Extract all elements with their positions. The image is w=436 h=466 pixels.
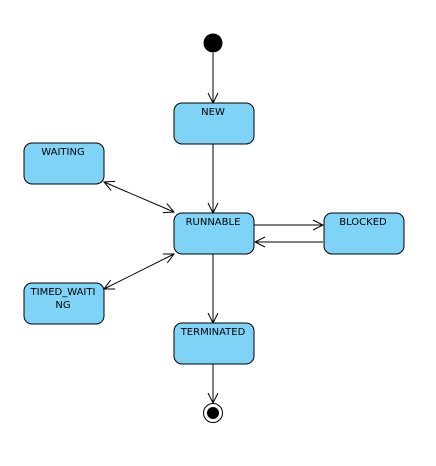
state-new-label: NEW: [201, 107, 225, 118]
state-terminated-label: TERMINATED: [180, 327, 246, 338]
transition-timed-waiting-runnable: [104, 254, 174, 289]
state-timed-waiting-label-line2: NG: [55, 300, 70, 311]
state-timed-waiting: TIMED_WAITI NG: [23, 282, 105, 325]
transition-waiting-runnable: [104, 182, 174, 212]
state-runnable-label: RUNNABLE: [186, 217, 241, 228]
state-terminated: TERMINATED: [173, 322, 255, 365]
state-blocked-label: BLOCKED: [339, 217, 387, 228]
transitions: [104, 53, 323, 403]
state-new: NEW: [173, 102, 255, 145]
state-timed-waiting-label-line1: TIMED_WAITI: [30, 287, 96, 298]
initial-node: [203, 33, 223, 53]
state-waiting: WAITING: [23, 142, 105, 185]
state-runnable: RUNNABLE: [173, 212, 255, 255]
state-waiting-label: WAITING: [41, 147, 84, 158]
final-node: [203, 403, 223, 423]
state-blocked: BLOCKED: [323, 212, 405, 255]
